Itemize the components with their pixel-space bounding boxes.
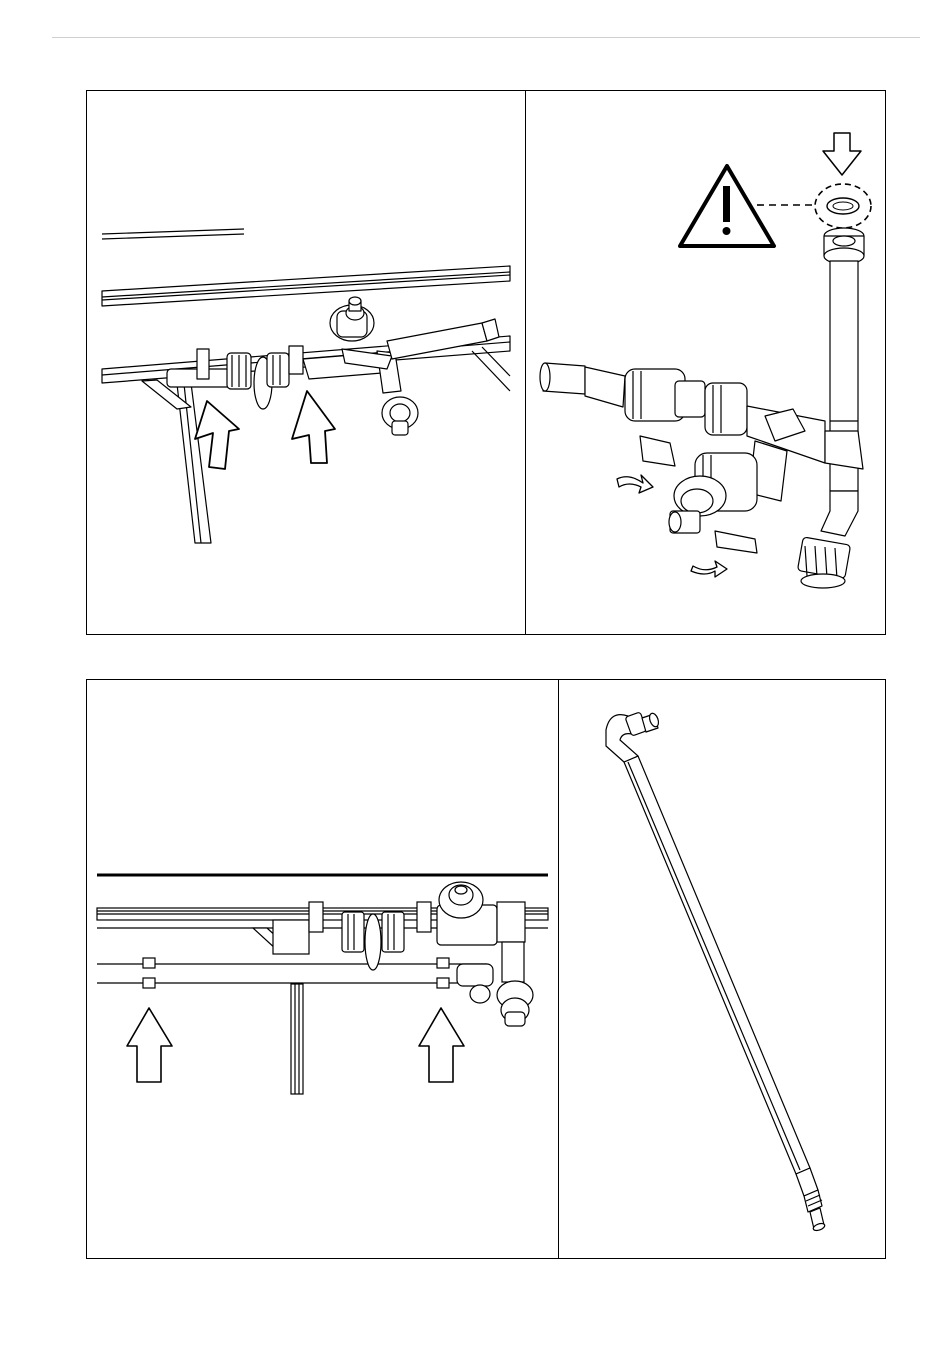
warning-triangle-icon [680, 166, 774, 246]
bottom-figure-panel [86, 679, 886, 1259]
up-arrow-icon [195, 401, 239, 469]
oring-warning-illustration [525, 91, 887, 636]
frame-front-view-illustration [87, 680, 558, 1260]
up-arrow-icon [127, 1008, 172, 1082]
hose-icon [606, 712, 826, 1232]
header-rule [52, 37, 920, 38]
valve-mounting-illustration [87, 91, 525, 636]
up-arrow-icon [419, 1008, 464, 1082]
hose-illustration [558, 680, 887, 1260]
top-figure-panel [86, 90, 886, 635]
down-arrow-icon [823, 133, 861, 175]
up-arrow-icon [292, 391, 335, 463]
